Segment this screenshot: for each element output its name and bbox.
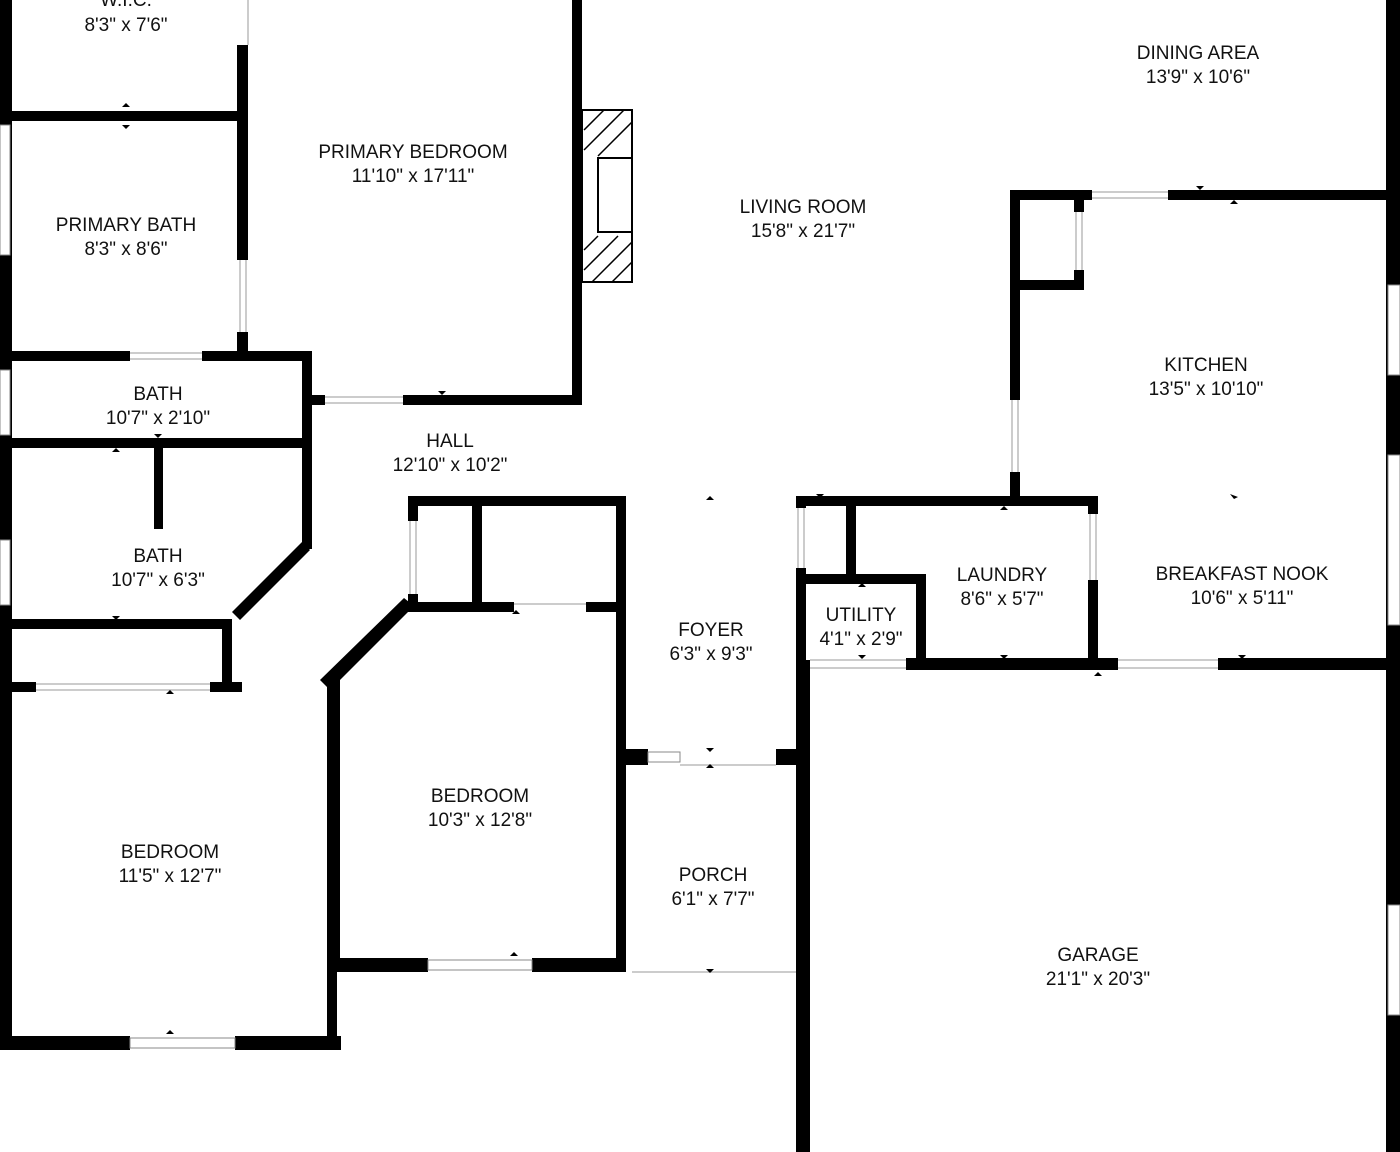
room-dims: 13'5" x 10'10" xyxy=(1149,379,1264,400)
room-name: BATH xyxy=(133,546,182,567)
room-primary-bath: PRIMARY BATH 8'3" x 8'6" xyxy=(56,215,196,260)
room-name: BATH xyxy=(133,384,182,405)
room-dims: 13'9" x 10'6" xyxy=(1146,67,1250,88)
room-name: KITCHEN xyxy=(1164,355,1247,376)
room-foyer: FOYER 6'3" x 9'3" xyxy=(669,620,752,665)
dimension-markers xyxy=(112,103,1246,1034)
room-dims: 10'7" x 6'3" xyxy=(111,570,205,591)
room-bath: BATH 10'7" x 6'3" xyxy=(111,546,205,591)
fireplace xyxy=(581,109,633,283)
room-dims: 10'3" x 12'8" xyxy=(428,810,532,831)
room-dims: 10'6" x 5'11" xyxy=(1191,588,1294,609)
room-dims: 11'5" x 12'7" xyxy=(119,866,222,887)
room-laundry: LAUNDRY 8'6" x 5'7" xyxy=(957,565,1048,610)
room-dims: 12'10" x 10'2" xyxy=(393,455,508,476)
room-dims: 8'6" x 5'7" xyxy=(960,589,1043,610)
room-name: BEDROOM xyxy=(121,842,219,863)
room-name: LAUNDRY xyxy=(957,565,1048,586)
room-breakfast-nook: BREAKFAST NOOK 10'6" x 5'11" xyxy=(1156,564,1329,609)
room-name: DINING AREA xyxy=(1137,43,1260,64)
room-primary-bedroom: PRIMARY BEDROOM 11'10" x 17'11" xyxy=(318,142,507,187)
room-name: PRIMARY BEDROOM xyxy=(318,142,507,163)
openings xyxy=(36,0,1218,973)
room-utility: UTILITY 4'1" x 2'9" xyxy=(819,605,902,650)
room-name: FOYER xyxy=(678,620,743,641)
room-name: PRIMARY BATH xyxy=(56,215,196,236)
room-dims: 6'1" x 7'7" xyxy=(671,889,754,910)
room-bedroom-left: BEDROOM 11'5" x 12'7" xyxy=(119,842,222,887)
room-dims: 11'10" x 17'11" xyxy=(352,166,475,187)
room-dims: 8'3" x 7'6" xyxy=(84,15,167,36)
room-name: PORCH xyxy=(679,865,748,886)
room-name: HALL xyxy=(426,431,474,452)
room-bath-small: BATH 10'7" x 2'10" xyxy=(106,384,210,429)
room-living-room: LIVING ROOM 15'8" x 21'7" xyxy=(740,197,867,242)
room-dims: 10'7" x 2'10" xyxy=(106,408,210,429)
room-dims: 21'1" x 20'3" xyxy=(1046,969,1150,990)
angled-walls xyxy=(232,542,414,690)
room-dims: 4'1" x 2'9" xyxy=(819,629,902,650)
windows xyxy=(0,124,1400,1049)
room-name: BREAKFAST NOOK xyxy=(1156,564,1329,585)
room-name: W.I.C. xyxy=(100,0,152,11)
room-wic: W.I.C. 8'3" x 7'6" xyxy=(84,0,167,36)
room-dims: 8'3" x 8'6" xyxy=(84,239,167,260)
room-name: LIVING ROOM xyxy=(740,197,867,218)
room-hall: HALL 12'10" x 10'2" xyxy=(393,431,508,476)
room-dims: 15'8" x 21'7" xyxy=(751,221,855,242)
room-dining-area: DINING AREA 13'9" x 10'6" xyxy=(1137,43,1260,88)
room-bedroom-center: BEDROOM 10'3" x 12'8" xyxy=(428,786,532,831)
room-name: BEDROOM xyxy=(431,786,529,807)
room-name: GARAGE xyxy=(1057,945,1138,966)
room-dims: 6'3" x 9'3" xyxy=(669,644,752,665)
room-name: UTILITY xyxy=(826,605,897,626)
room-garage: GARAGE 21'1" x 20'3" xyxy=(1046,945,1150,990)
room-porch: PORCH 6'1" x 7'7" xyxy=(671,865,754,910)
room-kitchen: KITCHEN 13'5" x 10'10" xyxy=(1149,355,1264,400)
